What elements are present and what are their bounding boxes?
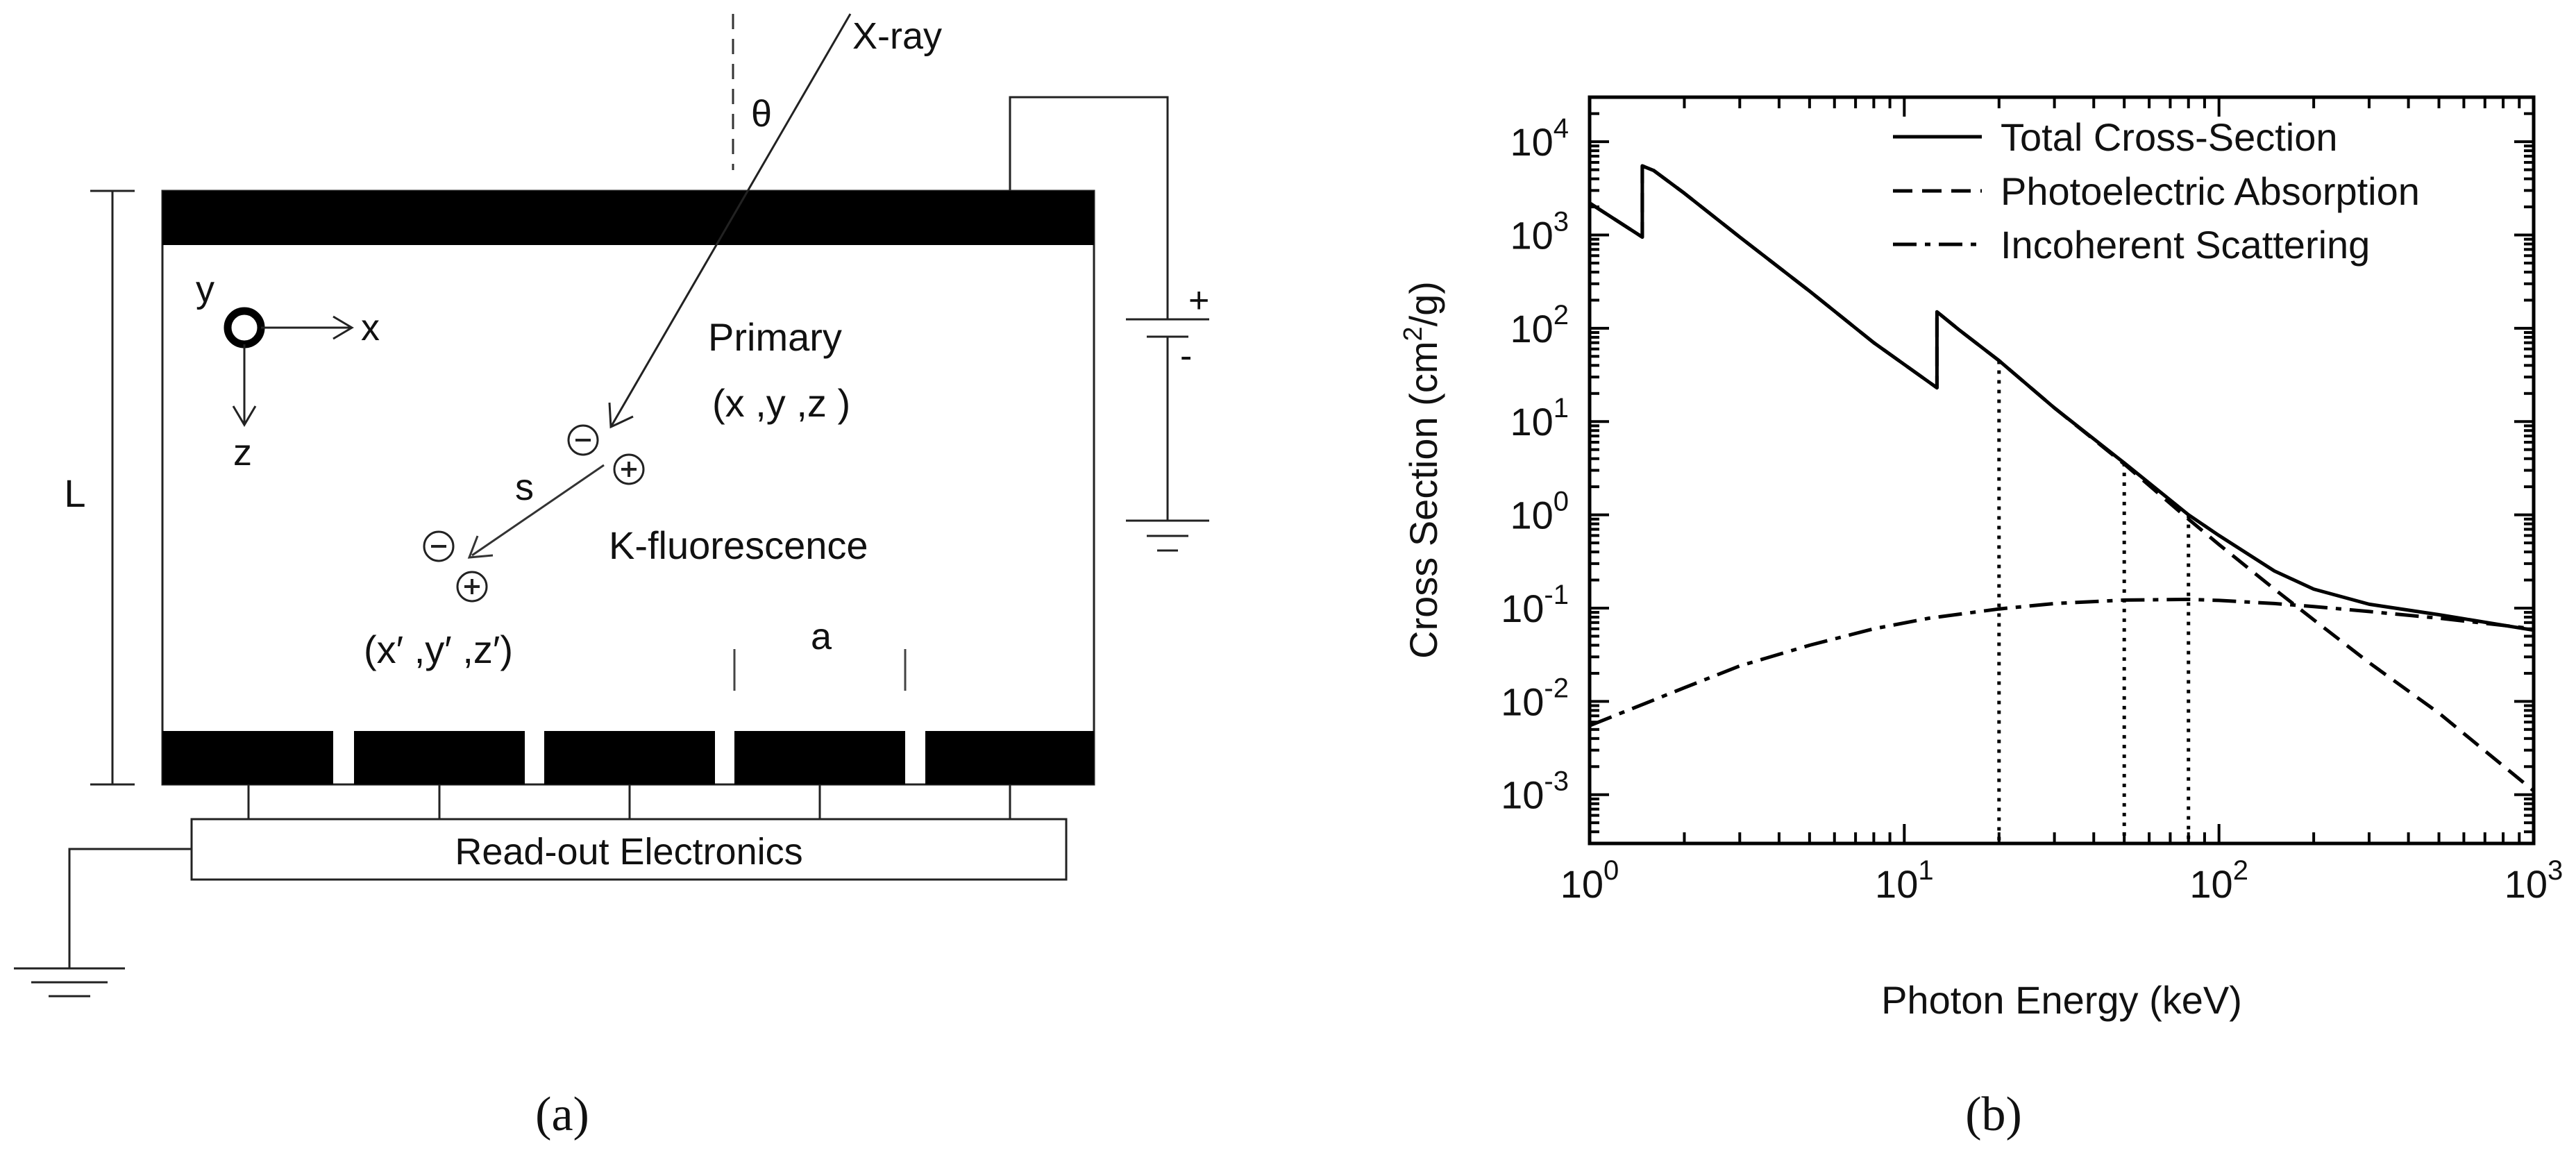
readout-label: Read-out Electronics [455, 831, 802, 873]
y-tick-label: 100 [1510, 487, 1569, 537]
series-line-dashdot [1589, 597, 2534, 728]
xray-arrowhead [608, 402, 634, 429]
pixel-electrode [925, 731, 1094, 784]
readout-wires [247, 784, 1011, 819]
primary-label: Primary [708, 315, 842, 359]
distance-label: s [515, 466, 534, 508]
legend-label-total: Total Cross-Section [2001, 115, 2338, 159]
x-tick-label: 101 [1875, 855, 1934, 906]
secondary-electron-icon [423, 530, 455, 562]
primary-electron-icon [567, 424, 599, 456]
pixel-electrode [354, 731, 525, 784]
series-line-dashed [1588, 164, 2535, 793]
y-tick-label: 10-3 [1501, 766, 1569, 817]
pixel-pitch-label: a [811, 616, 832, 657]
x-tick-label: 100 [1560, 855, 1619, 906]
secondary-coords-label: (x′ ,y′ ,z′) [364, 628, 513, 671]
y-tick-label: 103 [1510, 206, 1569, 257]
primary-coords-label: (x ,y ,z ) [712, 381, 850, 425]
panel-b-caption: (b) [1965, 1088, 2022, 1141]
minus-terminal-label: - [1180, 336, 1192, 376]
chamber-outline [161, 190, 1095, 786]
cross-section-chart: 100 101 102 103 10-3 10-2 10-1 100 101 102 103 104… [1399, 95, 2564, 1141]
readout-ground-symbol [14, 848, 192, 998]
secondary-ion-icon [456, 571, 488, 603]
y-tick-label: 101 [1510, 393, 1569, 444]
pixel-electrode [162, 731, 333, 784]
x-tick-labels: 100 101 102 103 [1560, 855, 2564, 906]
x-tick-label: 103 [2505, 855, 2564, 906]
legend-label-photoelectric: Photoelectric Absorption [2001, 169, 2420, 213]
x-axis-title: Photon Energy (keV) [1881, 978, 2242, 1022]
series-layer [1588, 164, 2535, 793]
y-axis-title-main: Cross Section (cm [1401, 342, 1445, 659]
y-axis-title-end: /g) [1401, 281, 1445, 326]
y-axis-title-sup: 2 [1399, 326, 1428, 341]
k-fluorescence-label: K-fluorescence [609, 523, 868, 567]
pixel-electrode [544, 731, 715, 784]
pixel-electrode [734, 731, 905, 784]
y-minor-ticks [1590, 96, 2534, 845]
pixel-electrodes [162, 731, 1094, 784]
y-tick-label: 10-2 [1501, 673, 1569, 723]
theta-label: θ [751, 93, 772, 135]
y-axis-label: y [196, 269, 214, 310]
x-axis-label: x [361, 307, 380, 348]
xray-beam [609, 13, 852, 428]
x-arrow-icon [332, 315, 354, 340]
y-tick-label: 104 [1510, 113, 1569, 164]
z-axis-label: z [233, 432, 252, 473]
xray-label: X-ray [852, 15, 942, 57]
y-axis-out-of-page-icon [224, 307, 265, 348]
length-dimension [90, 190, 135, 786]
top-electrode [162, 191, 1094, 245]
detector-schematic: Read-out Electronics + - L [14, 13, 1209, 1141]
reference-markers [1997, 360, 2191, 843]
x-tick-label: 102 [2189, 855, 2248, 906]
hv-supply-circuit [1009, 96, 1209, 552]
fluorescence-arrowhead [467, 535, 494, 559]
z-arrow-icon [232, 405, 257, 427]
y-tick-label: 102 [1510, 300, 1569, 351]
y-axis-title: Cross Section (cm2/g) [1399, 281, 1445, 659]
primary-ion-icon [613, 453, 645, 485]
y-tick-labels: 10-3 10-2 10-1 100 101 102 103 104 [1501, 113, 1569, 817]
panel-a-caption: (a) [535, 1088, 589, 1141]
fluorescence-photon-path [471, 464, 605, 557]
legend-label-incoherent: Incoherent Scattering [2001, 223, 2370, 267]
y-tick-label: 10-1 [1501, 580, 1569, 630]
pixel-pitch-markers [733, 649, 907, 691]
length-label: L [64, 471, 85, 515]
chart-legend: Total Cross-Section Photoelectric Absorp… [1893, 115, 2420, 267]
plus-terminal-label: + [1188, 280, 1209, 321]
coordinate-frame: y x z [196, 269, 380, 473]
